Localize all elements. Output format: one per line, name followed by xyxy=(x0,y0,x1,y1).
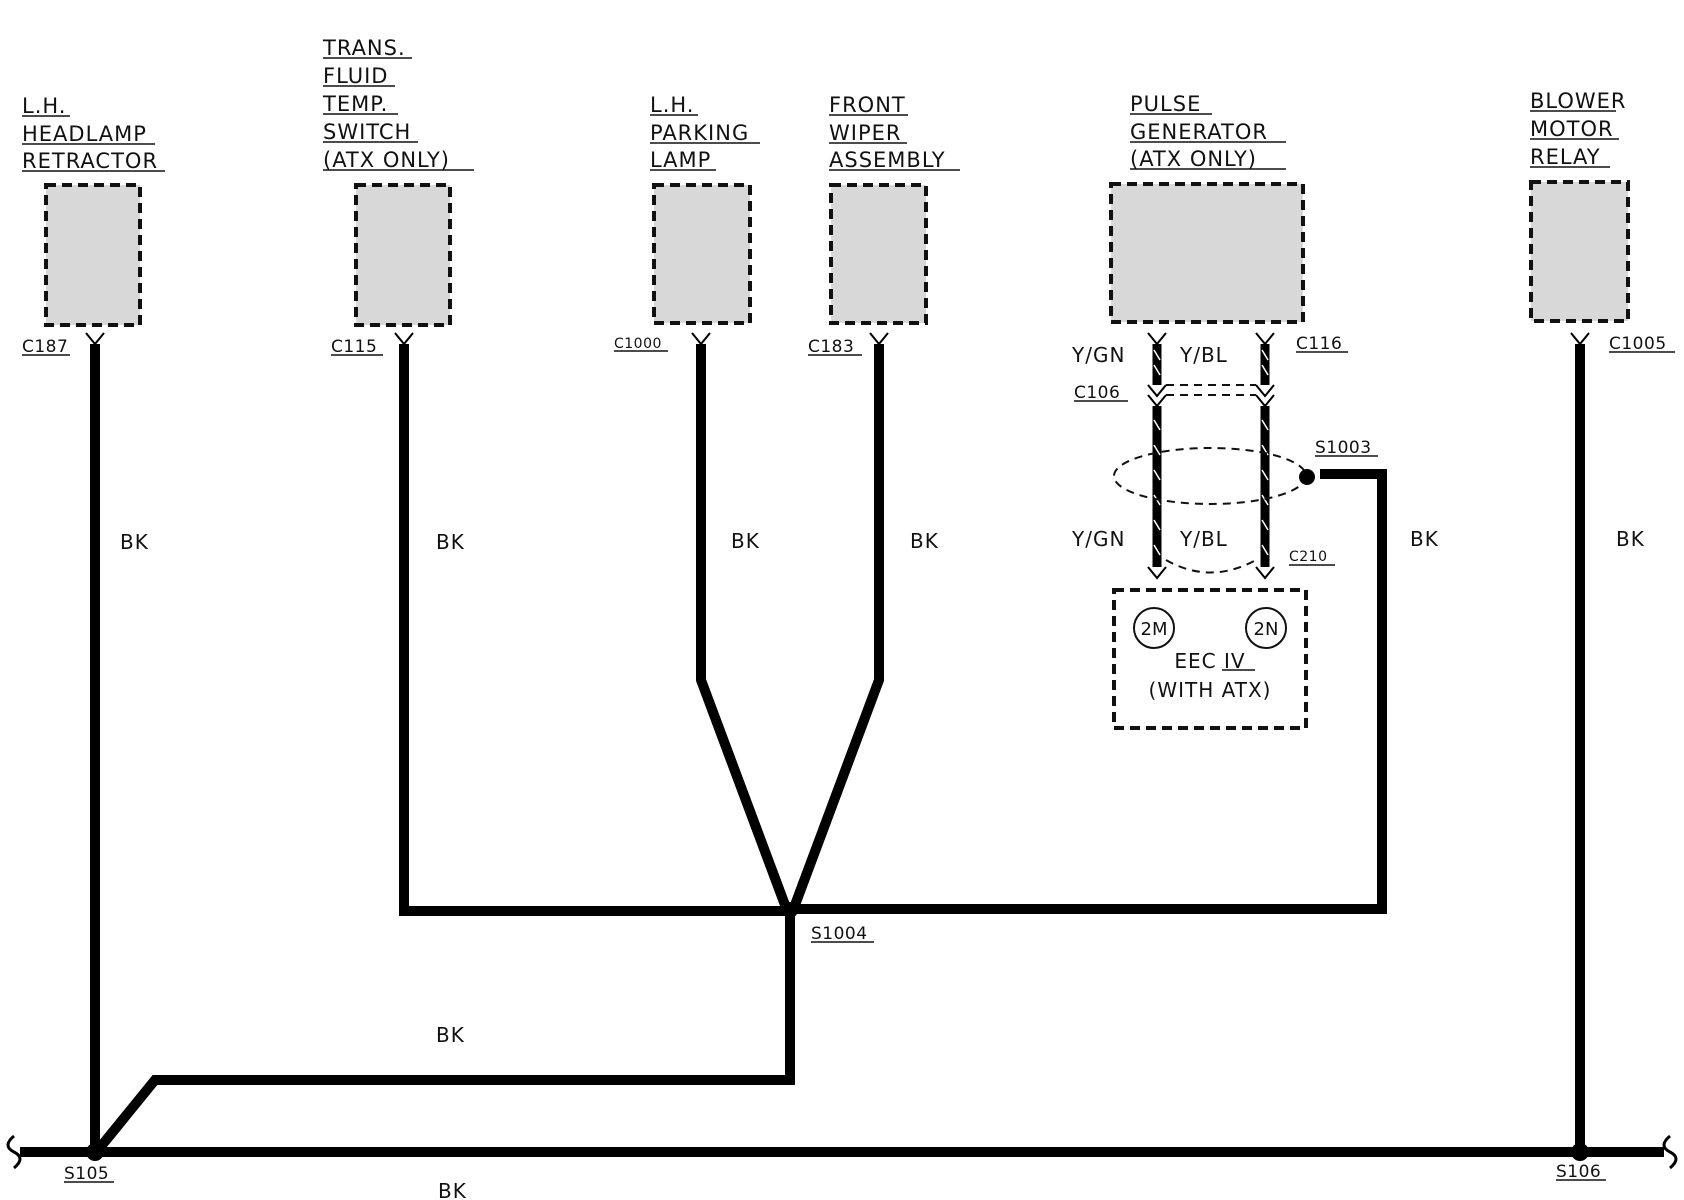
bus-break-left xyxy=(6,1134,22,1170)
svg-text:C106: C106 xyxy=(1074,383,1120,403)
svg-text:S1004: S1004 xyxy=(811,924,868,944)
wire-c183-s1004 xyxy=(790,344,884,907)
svg-text:RETRACTOR: RETRACTOR xyxy=(22,149,158,173)
svg-text:ASSEMBLY: ASSEMBLY xyxy=(829,148,946,172)
wire-color-label: BK xyxy=(1410,527,1439,551)
svg-text:FLUID: FLUID xyxy=(323,64,388,88)
svg-text:(ATX ONLY): (ATX ONLY) xyxy=(323,148,450,172)
wire-color-label: BK xyxy=(436,530,465,554)
wire-color-label: BK xyxy=(910,529,939,553)
connector-c116: C116 xyxy=(1147,332,1348,354)
pin-2n: 2N xyxy=(1254,619,1279,640)
splice-s106-dot xyxy=(1571,1143,1589,1161)
eec-subtitle: (WITH ATX) xyxy=(1149,678,1272,702)
label-lh-headlamp-retractor: L.H. HEADLAMP RETRACTOR xyxy=(22,94,165,173)
blower-motor-relay-box xyxy=(1529,180,1630,323)
wire-color-label: Y/GN xyxy=(1071,343,1125,367)
svg-text:TRANS.: TRANS. xyxy=(322,36,406,60)
splice-s105-dot xyxy=(86,1143,104,1161)
lh-parking-lamp-box xyxy=(652,183,752,325)
wire-color-label: Y/BL xyxy=(1179,343,1228,367)
svg-text:L.H.: L.H. xyxy=(650,93,694,117)
svg-text:FRONT: FRONT xyxy=(829,93,906,117)
connector-c210: C210 xyxy=(1147,549,1335,580)
wire-c1000-s1004 xyxy=(696,344,790,907)
twisted-pair xyxy=(1113,344,1307,574)
svg-text:HEADLAMP: HEADLAMP xyxy=(22,122,147,146)
connector-c1005: C1005 xyxy=(1570,332,1675,354)
svg-text:SWITCH: SWITCH xyxy=(323,120,411,144)
svg-text:TEMP.: TEMP. xyxy=(322,92,388,116)
wire-color-label: Y/BL xyxy=(1179,527,1228,551)
wire-color-label: BK xyxy=(1616,527,1645,551)
svg-text:C116: C116 xyxy=(1296,334,1342,354)
wire-color-label: BK xyxy=(731,529,760,553)
bus-break-right xyxy=(1662,1134,1678,1170)
svg-text:L.H.: L.H. xyxy=(22,94,66,118)
splice-s106: S106 xyxy=(1556,1162,1606,1182)
svg-text:MOTOR: MOTOR xyxy=(1530,117,1614,141)
svg-text:S105: S105 xyxy=(64,1164,109,1184)
svg-text:C1000: C1000 xyxy=(614,336,662,352)
svg-text:S106: S106 xyxy=(1556,1162,1601,1182)
splice-s1003: S1003 xyxy=(1315,438,1378,458)
wire-color-label: BK xyxy=(438,1179,467,1200)
lh-headlamp-retractor-box xyxy=(44,183,142,327)
svg-text:WIPER: WIPER xyxy=(829,121,901,145)
pulse-generator-box xyxy=(1109,182,1305,324)
svg-text:C115: C115 xyxy=(331,337,377,357)
svg-text:PULSE: PULSE xyxy=(1130,92,1201,116)
splice-s105: S105 xyxy=(64,1164,114,1184)
label-front-wiper-assembly: FRONT WIPER ASSEMBLY xyxy=(829,93,960,172)
svg-text:C210: C210 xyxy=(1289,549,1328,565)
label-blower-motor-relay: BLOWER MOTOR RELAY xyxy=(1530,89,1627,169)
label-lh-parking-lamp: L.H. PARKING LAMP xyxy=(650,93,760,172)
wire-color-label: BK xyxy=(120,530,149,554)
wire-s1004-s1003 xyxy=(790,469,1387,914)
eec-title: EEC IV xyxy=(1174,649,1245,673)
trans-fluid-temp-switch-box xyxy=(354,183,452,327)
pin-2m: 2M xyxy=(1141,619,1168,640)
svg-text:S1003: S1003 xyxy=(1315,438,1372,458)
label-trans-fluid-temp-switch: TRANS. FLUID TEMP. SWITCH (ATX ONLY) xyxy=(322,36,474,172)
svg-text:C183: C183 xyxy=(808,337,854,357)
svg-text:C187: C187 xyxy=(22,337,68,357)
splice-s1004-dot xyxy=(782,902,798,918)
wire-color-label: BK xyxy=(436,1023,465,1047)
svg-text:C1005: C1005 xyxy=(1609,334,1667,354)
splice-s1004: S1004 xyxy=(811,924,874,944)
svg-text:BLOWER: BLOWER xyxy=(1530,89,1627,113)
svg-text:LAMP: LAMP xyxy=(650,148,711,172)
svg-text:(ATX ONLY): (ATX ONLY) xyxy=(1130,147,1257,171)
connector-c187: C187 xyxy=(22,332,105,357)
wire-s1004-s105 xyxy=(94,911,795,1154)
svg-text:GENERATOR: GENERATOR xyxy=(1130,120,1268,144)
front-wiper-assembly-box xyxy=(829,183,928,325)
connector-c1000: C1000 xyxy=(614,332,711,352)
connector-c106: C106 xyxy=(1074,383,1275,408)
label-pulse-generator: PULSE GENERATOR (ATX ONLY) xyxy=(1130,92,1286,171)
wire-c115-s1004 xyxy=(399,344,790,916)
svg-text:RELAY: RELAY xyxy=(1530,145,1601,169)
svg-text:PARKING: PARKING xyxy=(650,121,749,145)
splice-s1003-dot xyxy=(1299,469,1315,485)
wire-color-label: Y/GN xyxy=(1071,527,1125,551)
eec-iv-module: 2M 2N EEC IV (WITH ATX) xyxy=(1112,588,1308,730)
